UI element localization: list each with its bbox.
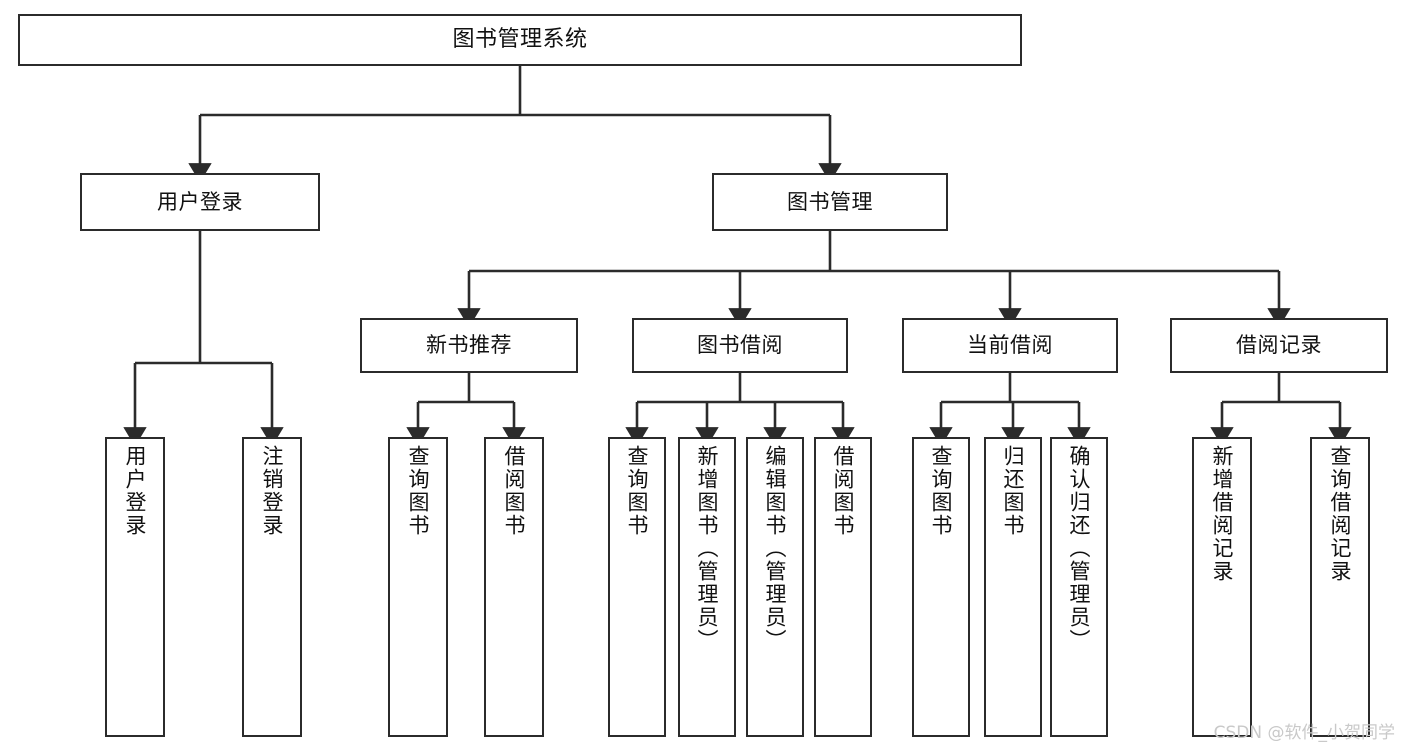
node-l3-querybook2[interactable]: 查询图书: [608, 437, 666, 737]
node-label: 借阅图书: [502, 445, 527, 537]
node-l3-addrecord[interactable]: 新增借阅记录: [1192, 437, 1252, 737]
node-label: 编辑图书（管理员）: [763, 445, 788, 652]
node-label: 借阅记录: [1236, 333, 1322, 358]
node-l3-querybook3[interactable]: 查询图书: [912, 437, 970, 737]
node-l3-logout[interactable]: 注销登录: [242, 437, 302, 737]
csdn-watermark: CSDN @软件_小贺同学: [1213, 723, 1395, 743]
node-label: 图书管理: [787, 189, 873, 214]
node-l2-borrow[interactable]: 图书借阅: [632, 318, 848, 373]
node-l3-editbook[interactable]: 编辑图书（管理员）: [746, 437, 804, 737]
node-label: 用户登录: [157, 189, 243, 214]
node-l3-queryrecord[interactable]: 查询借阅记录: [1310, 437, 1370, 737]
node-l3-borrowbook1[interactable]: 借阅图书: [484, 437, 544, 737]
node-label: 查询图书: [929, 445, 954, 537]
node-l3-borrowbook2[interactable]: 借阅图书: [814, 437, 872, 737]
node-l2-current[interactable]: 当前借阅: [902, 318, 1118, 373]
node-l3-confirmret[interactable]: 确认归还（管理员）: [1050, 437, 1108, 737]
node-label: 用户登录: [123, 445, 148, 537]
node-label: 确认归还（管理员）: [1067, 445, 1092, 652]
node-label: 当前借阅: [967, 333, 1053, 358]
node-l2-newbook[interactable]: 新书推荐: [360, 318, 578, 373]
node-l3-querybook1[interactable]: 查询图书: [388, 437, 448, 737]
node-label: 借阅图书: [831, 445, 856, 537]
node-label: 新书推荐: [426, 333, 512, 358]
node-label: 图书管理系统: [452, 27, 588, 53]
node-label: 注销登录: [260, 445, 285, 537]
node-l2-record[interactable]: 借阅记录: [1170, 318, 1388, 373]
node-l1-login[interactable]: 用户登录: [80, 173, 320, 231]
node-label: 查询图书: [406, 445, 431, 537]
node-label: 新增借阅记录: [1210, 445, 1235, 583]
node-l1-bookmgr[interactable]: 图书管理: [712, 173, 948, 231]
node-l3-addbook[interactable]: 新增图书（管理员）: [678, 437, 736, 737]
node-label: 查询图书: [625, 445, 650, 537]
node-l3-returnbook[interactable]: 归还图书: [984, 437, 1042, 737]
node-label: 图书借阅: [697, 333, 783, 358]
node-label: 归还图书: [1001, 445, 1026, 537]
node-root[interactable]: 图书管理系统: [18, 14, 1022, 66]
node-label: 查询借阅记录: [1328, 445, 1353, 583]
node-label: 新增图书（管理员）: [695, 445, 720, 652]
tree-connectors: [123, 66, 1352, 447]
node-l3-userlogin[interactable]: 用户登录: [105, 437, 165, 737]
